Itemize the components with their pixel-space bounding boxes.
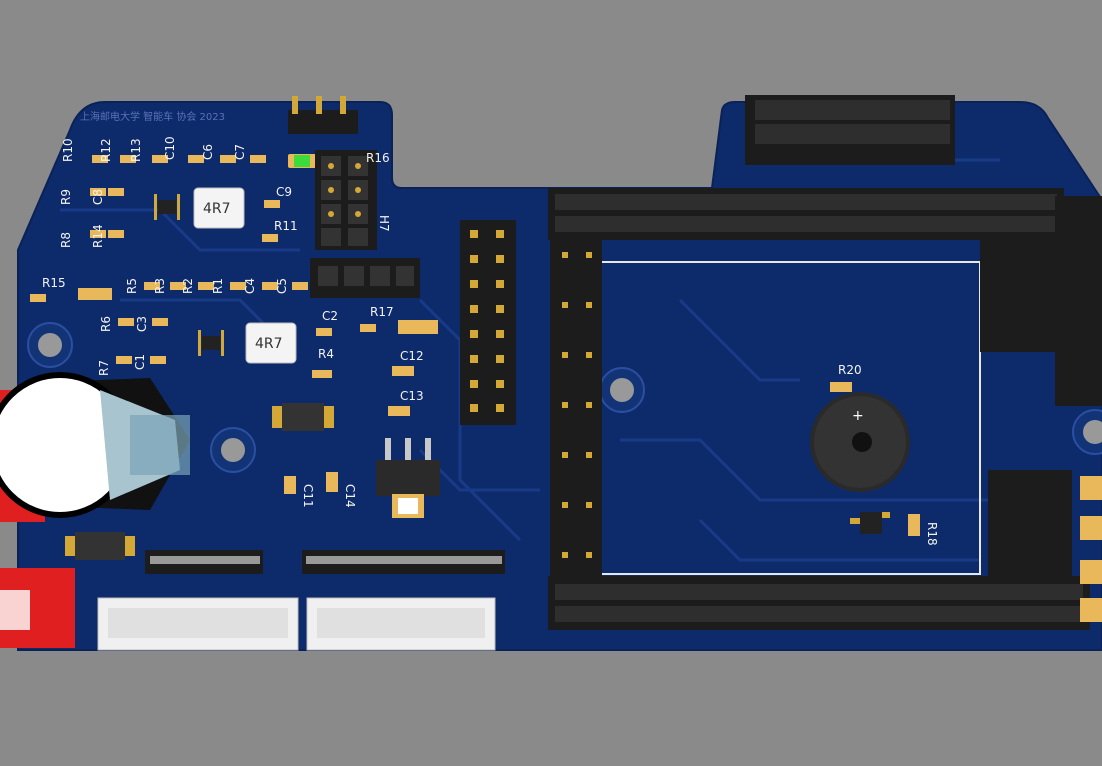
label-r15: R15 [42, 276, 66, 290]
smd-device [65, 532, 135, 560]
electrolytic-capacitor [0, 372, 190, 522]
smd-passives [30, 155, 920, 536]
buzzer: + [810, 392, 910, 492]
header-long-bottom [548, 576, 1090, 630]
ic-upper [154, 194, 180, 220]
label-c8: C8 [91, 189, 105, 205]
label-c11: C11 [301, 484, 315, 508]
label-c4: C4 [243, 278, 257, 294]
mounting-hole [210, 427, 256, 473]
silkscreen-labels: R10 R12 R13 C10 C6 C7 R16 R9 C8 C9 R11 R… [42, 136, 939, 545]
diode [272, 403, 334, 431]
label-r18: R18 [925, 522, 939, 546]
svg-text:4R7: 4R7 [255, 336, 283, 352]
label-c13: C13 [400, 389, 424, 403]
transistor [850, 512, 890, 534]
label-r6: R6 [99, 316, 113, 332]
led-green [288, 154, 316, 168]
label-r11: R11 [274, 219, 298, 233]
label-r17: R17 [370, 305, 394, 319]
label-r4: R4 [318, 347, 334, 361]
pin-header-3pin [288, 96, 358, 134]
label-c12: C12 [400, 349, 424, 363]
mounting-hole [27, 322, 73, 368]
header-long-top [548, 188, 1064, 240]
label-r1: R1 [211, 278, 225, 294]
svg-text:4R7: 4R7 [203, 201, 231, 217]
label-r9: R9 [59, 189, 73, 205]
label-r14: R14 [91, 224, 105, 248]
label-r8: R8 [59, 232, 73, 248]
label-c1: C1 [133, 354, 147, 370]
jst-connector-right [306, 597, 496, 651]
label-h7: H7 [377, 215, 391, 232]
label-r20: R20 [838, 363, 862, 377]
header-middle-2x8 [460, 220, 516, 425]
label-r2: R2 [181, 278, 195, 294]
header-bottom-1x8 [302, 550, 505, 574]
label-c2: C2 [322, 309, 338, 323]
header-top-right-2x8 [745, 95, 955, 165]
header-long-left [550, 240, 602, 576]
label-r13: R13 [129, 138, 143, 162]
label-c5: C5 [275, 278, 289, 294]
svg-text:+: + [852, 408, 864, 424]
ic-lower [198, 330, 224, 356]
label-c14: C14 [343, 484, 357, 508]
header-h7 [315, 150, 377, 250]
mounting-hole [1072, 409, 1102, 455]
jst-connector-left [97, 597, 299, 651]
mounting-hole [599, 367, 645, 413]
label-c7: C7 [233, 144, 247, 160]
board-header-text: 上海邮电大学 智能车 协会 2023 [80, 110, 225, 123]
inductor-lower: 4R7 [245, 322, 297, 364]
label-r12: R12 [99, 138, 113, 162]
label-c3: C3 [135, 316, 149, 332]
label-c10: C10 [163, 136, 177, 160]
label-r16: R16 [366, 151, 390, 165]
label-c6: C6 [201, 144, 215, 160]
power-switch [0, 568, 75, 648]
header-1x4 [310, 258, 420, 298]
label-r5: R5 [125, 278, 139, 294]
header-bottom-1x4 [145, 550, 263, 574]
label-r7: R7 [97, 360, 111, 376]
label-r10: R10 [61, 138, 75, 162]
edge-leds [1080, 476, 1102, 622]
label-c9: C9 [276, 185, 292, 199]
label-r3: R3 [153, 278, 167, 294]
inductor-upper: 4R7 [193, 187, 245, 229]
header-right-side [980, 196, 1102, 576]
voltage-regulator [376, 438, 440, 518]
